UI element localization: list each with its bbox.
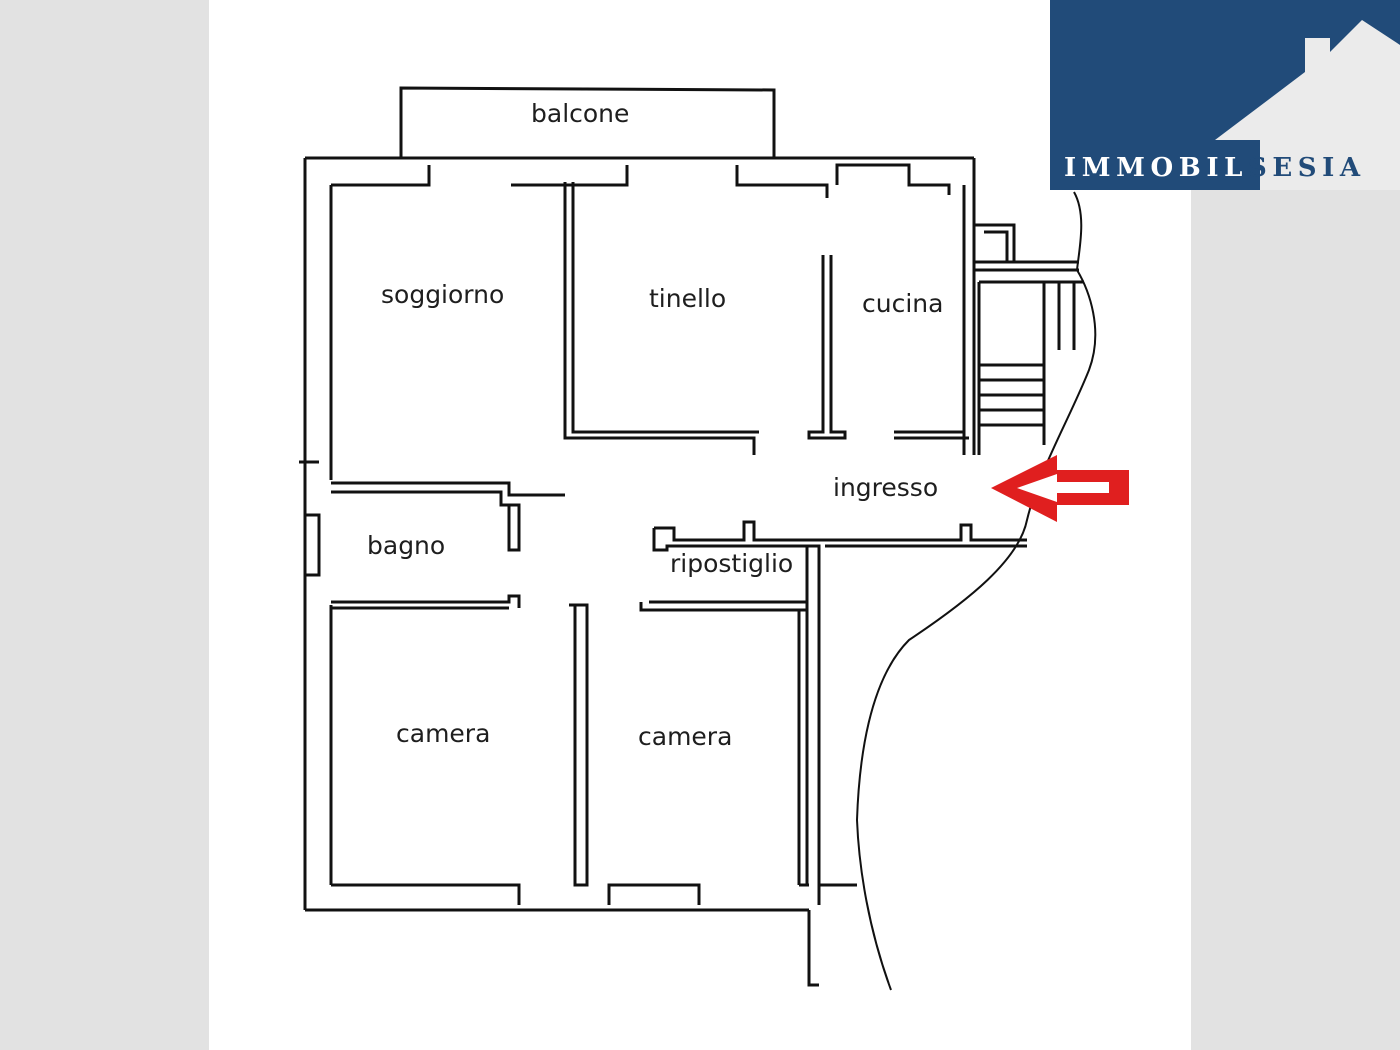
wall-camera-right (797, 610, 857, 987)
logo-wordmark: IMMOBILSESIA (1064, 153, 1366, 183)
logo-background (1050, 0, 1400, 190)
room-label-camera-left: camera (396, 719, 491, 748)
room-label-soggiorno: soggiorno (381, 280, 505, 309)
room-label-balcone: balcone (531, 99, 630, 128)
wall-ripostiglio-top (652, 520, 1027, 905)
wall-bagno-bottom (331, 594, 521, 610)
left-wall-opening (299, 460, 321, 577)
outer-wall-top-inner (331, 163, 951, 198)
room-label-cucina: cucina (862, 289, 944, 318)
wall-ripostiglio-bottom (639, 546, 809, 612)
wall-cucina-bottom (894, 430, 969, 440)
wall-soggiorno-tinello (563, 182, 759, 455)
wall-bagno-top (331, 481, 565, 552)
immobilsesia-logo: IMMOBILSESIA (1050, 0, 1400, 190)
room-label-tinello: tinello (649, 284, 727, 313)
room-label-ripostiglio: ripostiglio (670, 549, 794, 578)
site-boundary (855, 191, 1097, 991)
outer-wall-bottom (305, 883, 809, 912)
floor-plan-drawing (299, 86, 1129, 991)
entrance-arrow (991, 455, 1129, 522)
room-label-ingresso: ingresso (833, 473, 939, 502)
stair-block (974, 223, 1084, 455)
floor-plan-sheet: balcone soggiorno tinello cucina ingress… (209, 0, 1191, 1050)
balcony-outline (399, 86, 776, 158)
wall-tinello-cucina (807, 255, 847, 440)
room-label-bagno: bagno (367, 531, 446, 560)
wall-camera-partition (569, 603, 589, 887)
outer-wall-right (962, 158, 976, 455)
house-roof-icon (1215, 20, 1400, 140)
room-label-camera-right: camera (638, 722, 733, 751)
